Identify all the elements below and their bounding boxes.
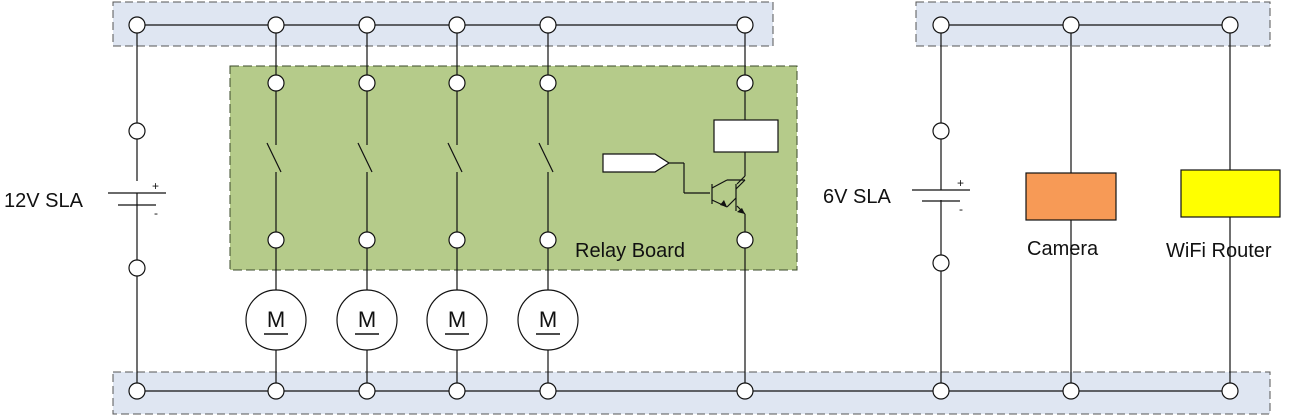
control-input-connector: [602, 153, 671, 173]
battery-6v-plus: +: [957, 176, 964, 190]
motor-3: M: [426, 289, 488, 351]
load-branches: [1070, 25, 1231, 391]
bus-rails: [137, 24, 1230, 392]
camera-box: [1025, 172, 1117, 221]
relay-coil: [713, 119, 779, 153]
motor-4: M: [517, 289, 579, 351]
battery-12v-plus: +: [152, 179, 159, 193]
battery-12v-label: 12V SLA: [4, 190, 84, 212]
svg-text:M: M: [267, 307, 285, 332]
router-label: WiFi Router: [1166, 240, 1272, 262]
battery-6v-label: 6V SLA: [823, 186, 891, 208]
battery-6v-branch: [912, 25, 970, 391]
battery-12v-minus: -: [154, 206, 158, 220]
svg-text:M: M: [539, 307, 557, 332]
bottom-bus-bar: [112, 371, 1271, 415]
battery-12v-branch: [108, 25, 166, 391]
top-left-bus-bar: [112, 1, 774, 47]
top-right-bus-bar: [915, 1, 1271, 47]
router-box: [1180, 169, 1281, 218]
terminals: [128, 16, 1239, 400]
svg-text:M: M: [358, 307, 376, 332]
motor-2: M: [336, 289, 398, 351]
battery-6v-minus: -: [959, 202, 963, 216]
motor-1: M: [245, 289, 307, 351]
svg-text:M: M: [448, 307, 466, 332]
relay-board-label: Relay Board: [575, 240, 685, 262]
transistor-arrows: [720, 200, 745, 214]
relay-board: [229, 65, 798, 271]
camera-label: Camera: [1027, 238, 1099, 260]
